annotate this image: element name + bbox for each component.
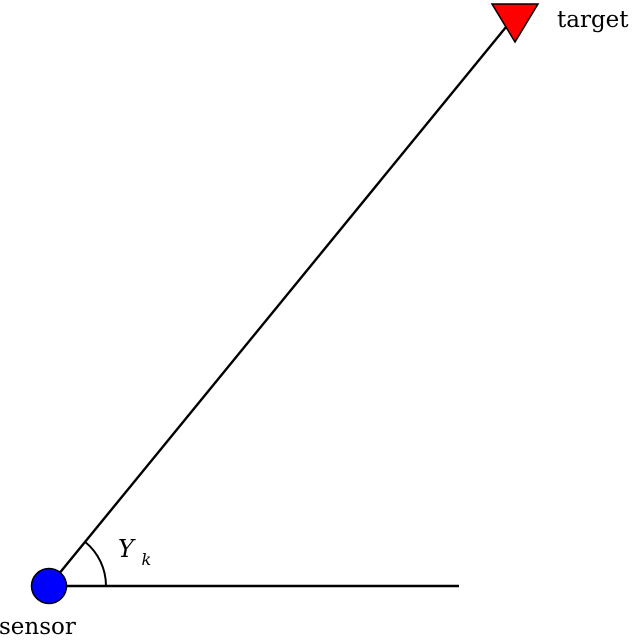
sensor-label: sensor [0, 614, 76, 640]
target-marker [490, 3, 540, 44]
line-of-sight [48, 15, 516, 587]
bearing-angle-label: Y k [118, 535, 151, 569]
target-label: target [557, 7, 629, 33]
bearing-angle-arc [84, 541, 107, 587]
sensor-marker [30, 567, 68, 605]
angle-symbol: Y [118, 535, 136, 563]
angle-subscript: k [141, 550, 151, 569]
